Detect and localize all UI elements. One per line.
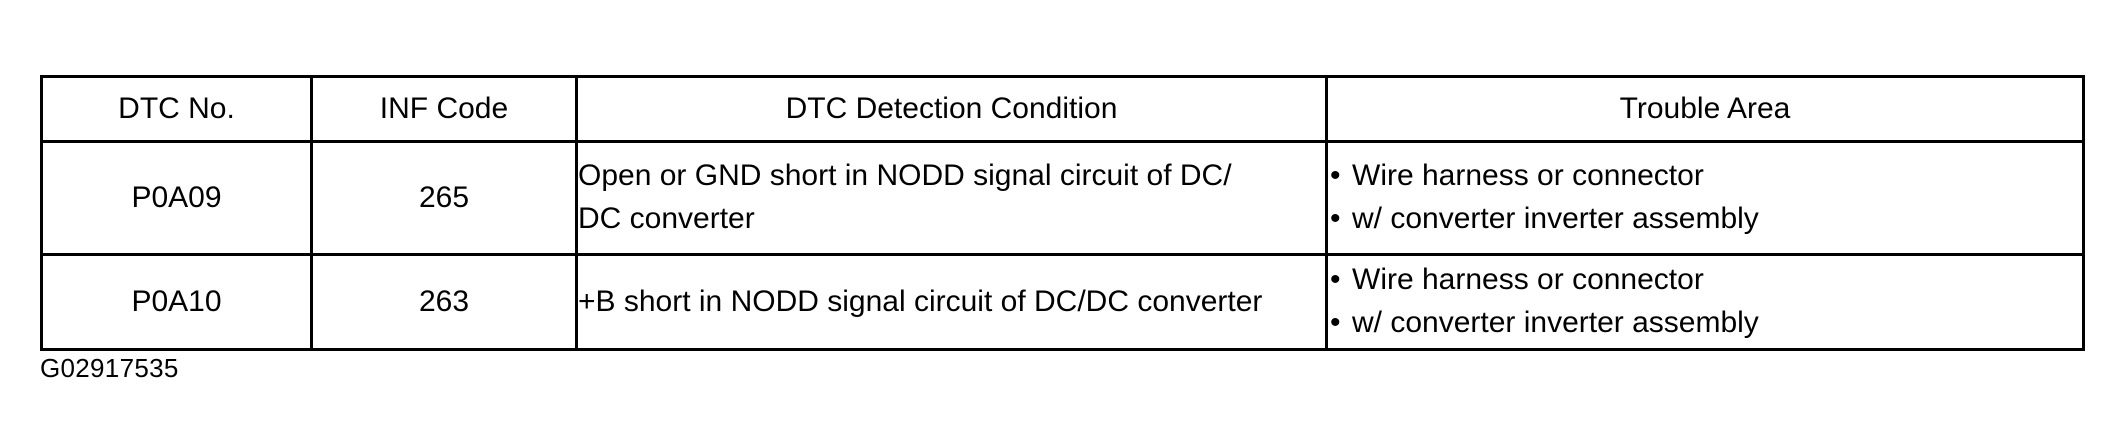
table-row: P0A10 263 +B short in NODD signal circui…: [40, 253, 2085, 351]
table-body: P0A09 265 Open or GND short in NODD sign…: [40, 140, 2085, 351]
dtc-table-container: DTC No. INF Code DTC Detection Condition…: [40, 75, 2085, 351]
list-item: • w/ converter inverter assembly: [1328, 302, 2082, 345]
column-header-inf-code: INF Code: [310, 75, 578, 143]
cell-dtc-no: P0A09: [40, 140, 313, 256]
trouble-area-list: • Wire harness or connector • w/ converter…: [1328, 155, 2082, 240]
cell-trouble-area: • Wire harness or connector • w/ converter…: [1325, 253, 2085, 351]
detection-condition-line: +B short in NODD signal circuit of DC/DC…: [578, 284, 1263, 318]
list-item: • w/ converter inverter assembly: [1328, 198, 2082, 241]
bullet-icon: •: [1330, 202, 1341, 235]
dtc-table: DTC No. INF Code DTC Detection Condition…: [40, 75, 2085, 351]
table-header: DTC No. INF Code DTC Detection Condition…: [40, 75, 2085, 143]
list-item-label: Wire harness or connector: [1352, 263, 1704, 297]
figure-reference-code: G02917535: [40, 353, 179, 383]
bullet-icon: •: [1330, 159, 1341, 193]
table-row: P0A09 265 Open or GND short in NODD sign…: [40, 140, 2085, 256]
bullet-icon: •: [1330, 306, 1341, 339]
detection-condition-line: Open or GND short in NODD signal circuit…: [578, 159, 1232, 193]
cell-detection-condition: +B short in NODD signal circuit of DC/DC…: [575, 253, 1328, 351]
list-item-label: w/ converter inverter assembly: [1352, 306, 1759, 339]
bullet-icon: •: [1330, 263, 1341, 297]
column-header-detection-condition: DTC Detection Condition: [575, 75, 1328, 143]
column-header-trouble-area: Trouble Area: [1325, 75, 2085, 143]
cell-inf-code: 265: [310, 140, 578, 256]
list-item-label: w/ converter inverter assembly: [1352, 202, 1759, 235]
column-header-dtc-no: DTC No.: [40, 75, 313, 143]
cell-trouble-area: • Wire harness or connector • w/ converter…: [1325, 140, 2085, 256]
list-item: • Wire harness or connector: [1328, 259, 2082, 302]
trouble-area-list: • Wire harness or connector • w/ converter…: [1328, 259, 2082, 344]
table-header-row: DTC No. INF Code DTC Detection Condition…: [40, 75, 2085, 143]
detection-condition-line: DC converter: [578, 202, 755, 235]
list-item: • Wire harness or connector: [1328, 155, 2082, 198]
list-item-label: Wire harness or connector: [1352, 159, 1704, 193]
cell-detection-condition: Open or GND short in NODD signal circuit…: [575, 140, 1328, 256]
cell-dtc-no: P0A10: [40, 253, 313, 351]
cell-inf-code: 263: [310, 253, 578, 351]
